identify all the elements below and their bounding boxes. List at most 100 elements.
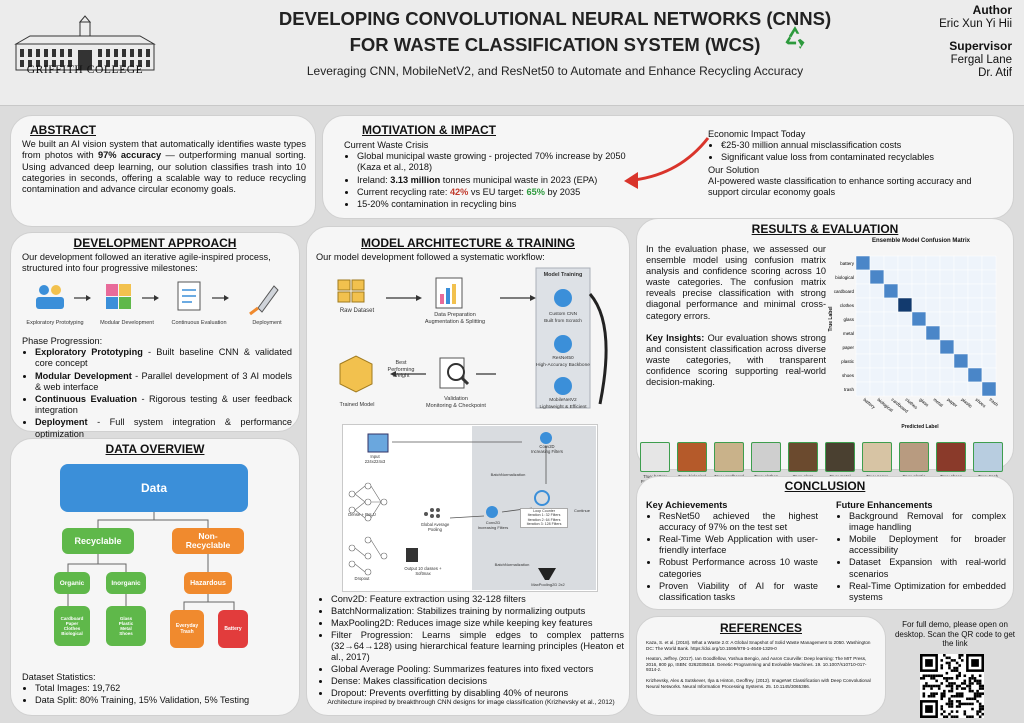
recyclable-node: Recyclable xyxy=(62,528,134,554)
matrix-cell xyxy=(897,325,913,341)
matrix-col-label: shoes xyxy=(974,397,987,409)
arch-dropout-label: Dropout xyxy=(354,576,370,581)
motivation-arrow xyxy=(624,137,710,189)
output-icon xyxy=(406,548,418,562)
poster-title: DEVELOPING CONVOLUTIONAL NEURAL NETWORKS… xyxy=(200,6,910,58)
arch-batchnorm-label: BatchNormalization xyxy=(490,472,526,477)
conclusion-title: CONCLUSION xyxy=(784,479,866,493)
rate-suffix: by 2035 xyxy=(544,186,581,197)
dense-network-icon xyxy=(348,482,388,522)
rate-mid: vs EU target: xyxy=(468,186,527,197)
matrix-cell xyxy=(953,283,969,299)
matrix-cell xyxy=(869,269,885,285)
results-text: In the evaluation phase, we assessed our… xyxy=(646,244,826,388)
motivation-title: MOTIVATION & IMPACT xyxy=(362,123,496,137)
organic-node: Organic xyxy=(54,572,90,594)
matrix-cell xyxy=(925,269,941,285)
model-bullet-5: Global Average Pooling: Summarizes featu… xyxy=(331,664,624,675)
matrix-col-label: trash xyxy=(988,397,999,408)
matrix-cell xyxy=(939,325,955,341)
reference-2: Heaton, Jeffrey. (2017). Ian Goodfellow,… xyxy=(646,656,867,673)
trained-model-box-icon xyxy=(339,355,373,393)
matrix-row-label: battery xyxy=(840,261,855,266)
matrix-cell xyxy=(897,269,913,285)
matrix-cell xyxy=(981,269,997,285)
matrix-cell xyxy=(869,311,885,327)
motivation-economic: Economic Impact Today €25-30 million ann… xyxy=(708,129,1004,198)
matrix-row-label: biological xyxy=(835,275,854,280)
inorganic-leaf: Glass Plastic Metal Shoes xyxy=(106,606,146,646)
dataset-statistics: Dataset Statistics: Total Images: 19,762… xyxy=(22,672,292,708)
model-title: MODEL ARCHITECTURE & TRAINING xyxy=(361,236,575,250)
matrix-cell xyxy=(855,255,871,271)
matrix-row-label: shoes xyxy=(842,373,855,378)
matrix-cell xyxy=(883,255,899,271)
arch-batchnorm-b-label: BatchNormalization xyxy=(494,562,530,567)
supervisor-2: Dr. Atif xyxy=(978,67,1012,79)
achievement-4: Proven Viability of AI for waste classif… xyxy=(659,581,818,603)
matrix-cell xyxy=(897,353,913,369)
future-4: Real-Time Optimization for embedded syst… xyxy=(849,581,1006,603)
matrix-col-label: battery xyxy=(862,397,876,410)
abstract-title: ABSTRACT xyxy=(30,123,96,137)
data-tree-connectors xyxy=(67,512,235,610)
econ-bullet-1: €25-30 million annual misclassification … xyxy=(721,140,1004,151)
recycle-icon xyxy=(785,26,805,49)
matrix-col-label: paper xyxy=(946,397,958,409)
stage-label-4: Deployment xyxy=(252,320,282,326)
current-rate: 42% xyxy=(449,186,469,197)
results-insights: Key Insights: Our evaluation shows stron… xyxy=(646,333,826,388)
matrix-cell xyxy=(925,353,941,369)
qr-code[interactable] xyxy=(920,654,984,718)
phase-2-desc: - Parallel development of 3 AI models & … xyxy=(35,370,292,392)
model-bullet-7: Dropout: Prevents overfitting by disabli… xyxy=(331,688,624,699)
matrix-cell xyxy=(897,381,913,397)
matrix-cell xyxy=(911,283,927,299)
workflow-diagram xyxy=(337,267,608,409)
matrix-cell xyxy=(911,325,927,341)
achievements-heading: Key Achievements xyxy=(646,500,728,510)
matrix-cell xyxy=(911,255,927,271)
future-2: Mobile Deployment for broader accessibil… xyxy=(849,534,1006,556)
matrix-cell xyxy=(883,367,899,383)
solution-text: AI-powered waste classification to enhan… xyxy=(708,175,972,198)
reference-3: Krizhevsky, Alex & Sutskever, Ilya & Hin… xyxy=(646,677,871,689)
econ-heading: Economic Impact Today xyxy=(708,129,806,139)
matrix-cell xyxy=(981,367,997,383)
matrix-cell xyxy=(911,269,927,285)
matrix-cell xyxy=(869,297,885,313)
matrix-row-label: glass xyxy=(843,317,854,322)
model-bullet-2: BatchNormalization: Stabilizes training … xyxy=(331,606,624,617)
solution-heading: Our Solution xyxy=(708,164,760,175)
insight-text: Our evaluation shows strong and consiste… xyxy=(646,332,826,388)
model-bullet-1: Conv2D: Feature extraction using 32-128 … xyxy=(331,594,624,605)
phase-3-desc: - Rigorous testing & user feedback integ… xyxy=(35,394,292,416)
raw-dataset-label: Raw Dataset xyxy=(339,308,375,314)
matrix-row-label: clothes xyxy=(840,303,855,308)
college-name: GRIFFITH COLLEGE xyxy=(26,64,144,76)
matrix-cell xyxy=(869,381,885,397)
matrix-cell xyxy=(939,353,955,369)
arch-dense-label: Dense + ReLU xyxy=(348,512,376,517)
matrix-cell xyxy=(939,311,955,327)
model-bullet-4: Filter Progression: Learns simple edges … xyxy=(331,630,624,663)
matrix-cell xyxy=(897,255,913,271)
matrix-cell xyxy=(911,339,927,355)
motivation-panel xyxy=(322,115,1014,219)
matrix-cell xyxy=(925,381,941,397)
matrix-cell xyxy=(967,297,983,313)
model-bullet-6: Dense: Makes classification decisions xyxy=(331,676,624,687)
matrix-cell xyxy=(883,325,899,341)
raw-dataset-icon xyxy=(337,279,365,303)
stats-total: Total Images: 19,762 xyxy=(35,683,292,694)
arch-gap-label: Global Average Pooling xyxy=(420,522,450,532)
prediction-thumbnail xyxy=(825,442,855,472)
inorganic-node: Inorganic xyxy=(106,572,146,594)
data-root-node: Data xyxy=(60,464,248,512)
author-label: Author xyxy=(972,3,1012,17)
matrix-cell xyxy=(967,339,983,355)
matrix-cell xyxy=(981,325,997,341)
poster-subtitle: Leveraging CNN, MobileNetV2, and ResNet5… xyxy=(306,64,804,78)
matrix-cell xyxy=(855,367,871,383)
matrix-cell xyxy=(869,255,885,271)
